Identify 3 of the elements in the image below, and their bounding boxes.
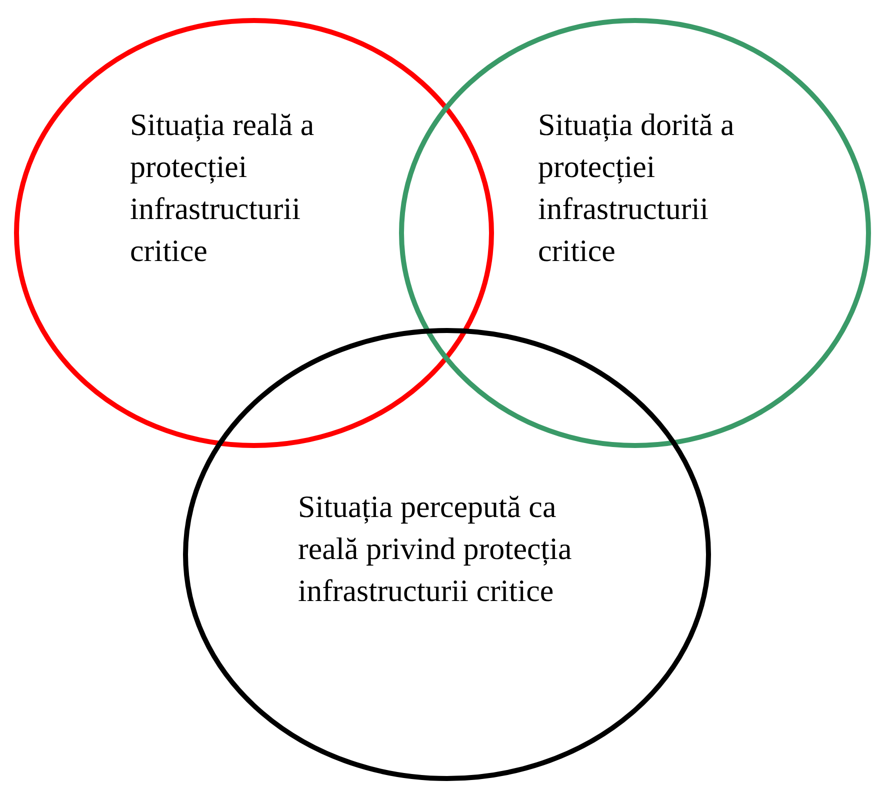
circle-label: Situația dorită a protecției infrastructurii critice (538, 106, 736, 270)
circle-label: Situația reală a protecției infrastructurii critice (130, 106, 316, 270)
circle-label: Situația percepută ca reală privind protecția infrastructurii critice (298, 488, 573, 610)
